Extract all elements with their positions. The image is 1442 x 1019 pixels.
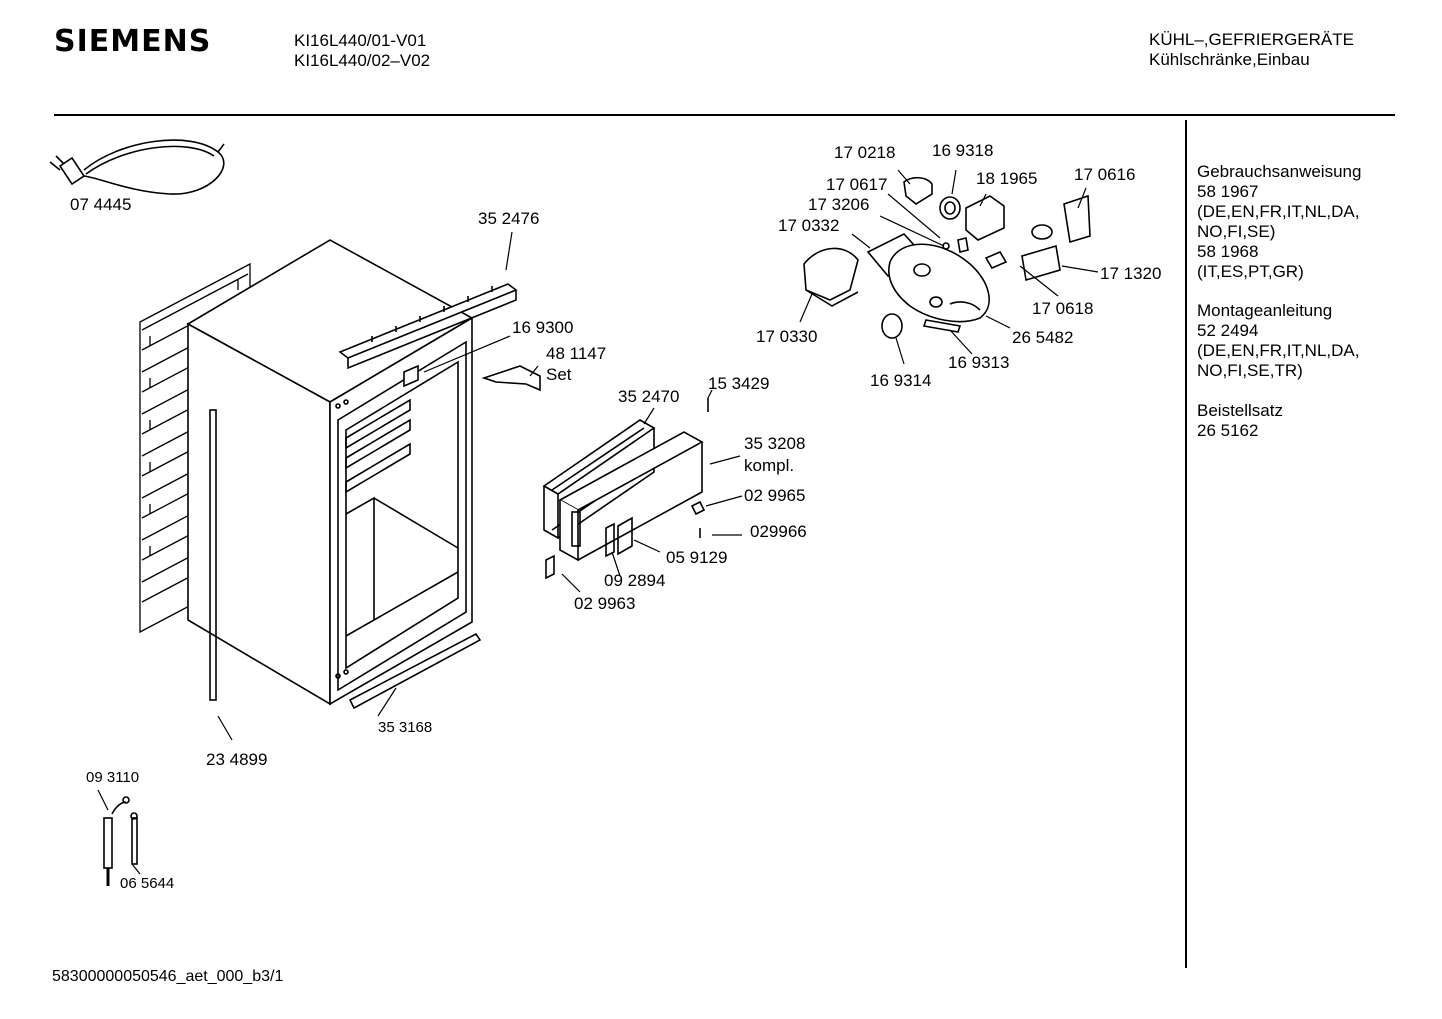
- label-light-cover: 17 0330: [756, 327, 817, 346]
- doc-title: Gebrauchsanweisung: [1197, 162, 1362, 181]
- label-housing: 26 5482: [1012, 328, 1073, 347]
- category-title: KÜHL–,GEFRIERGERÄTE: [1149, 30, 1354, 49]
- label-door-part-e: 02 9963: [574, 594, 635, 613]
- label-door-part-b: 029966: [750, 522, 807, 541]
- label-hinge-set-word: Set: [546, 365, 572, 384]
- door-gasket: [542, 419, 656, 540]
- label-door-part-d: 09 2894: [604, 571, 665, 590]
- doc-title: Montageanleitung: [1197, 301, 1333, 320]
- label-switch: 18 1965: [976, 169, 1037, 188]
- doc-line: (IT,ES,PT,GR): [1197, 262, 1304, 281]
- label-hinge: 16 9300: [512, 318, 573, 337]
- vertical-strip: [209, 409, 217, 701]
- label-lamp: 17 0218: [834, 143, 895, 162]
- leader-lines: [97, 169, 1099, 875]
- label-door-kompl: kompl.: [744, 456, 794, 475]
- doc-line: 58 1967: [1197, 182, 1259, 201]
- label-top-trim: 35 2476: [478, 209, 539, 228]
- doc-line: (DE,EN,FR,IT,NL,DA,: [1197, 202, 1360, 221]
- document-id: 58300000050546_aet_000_b3/1: [52, 968, 284, 985]
- doc-line: NO,FI,SE,TR): [1197, 361, 1303, 380]
- doc-line: 26 5162: [1197, 421, 1259, 440]
- doc-section-accessory-kit: Beistellsatz 26 5162: [1197, 401, 1283, 441]
- label-lamp-socket: 16 9318: [932, 141, 993, 160]
- temperature-sensor: [103, 796, 138, 886]
- label-bottom-strip: 35 3168: [378, 719, 432, 736]
- header-divider: [54, 114, 1395, 116]
- category-subtitle: Kühlschränke,Einbau: [1149, 50, 1310, 69]
- label-door: 35 3208: [744, 434, 805, 453]
- label-sensor-tube: 06 5644: [120, 875, 174, 892]
- label-thermostat: 17 1320: [1100, 264, 1161, 283]
- label-power-cord: 07 4445: [70, 195, 131, 214]
- brand-logo: SIEMENS: [54, 24, 212, 59]
- label-door-part-c: 05 9129: [666, 548, 727, 567]
- model-number-1: KI16L440/01-V01: [294, 31, 427, 50]
- label-hinge-set: 48 1147: [546, 344, 606, 363]
- freezer-door: [545, 398, 709, 580]
- doc-section-installation: Montageanleitung 52 2494 (DE,EN,FR,IT,NL…: [1197, 301, 1359, 381]
- label-seal: 16 9313: [948, 353, 1009, 372]
- label-door-part-a: 02 9965: [744, 486, 805, 505]
- label-bracket-left: 17 0617: [826, 175, 887, 194]
- bottom-strip: [348, 632, 482, 710]
- power-cord-drawing: [49, 139, 225, 195]
- sidebar-divider: [1185, 120, 1187, 968]
- doc-line: 58 1968: [1197, 242, 1259, 261]
- doc-section-user-manual: Gebrauchsanweisung 58 1967 (DE,EN,FR,IT,…: [1197, 162, 1361, 282]
- hinge-drawing: [403, 364, 541, 392]
- top-trim-strip: [338, 283, 518, 370]
- doc-line: NO,FI,SE): [1197, 222, 1276, 241]
- light-assembly: [803, 176, 1091, 339]
- doc-line: (DE,EN,FR,IT,NL,DA,: [1197, 341, 1360, 360]
- label-screw: 15 3429: [708, 374, 769, 393]
- label-connector: 17 0618: [1032, 299, 1093, 318]
- doc-title: Beistellsatz: [1197, 401, 1283, 420]
- label-vertical-strip: 23 4899: [206, 750, 267, 769]
- label-cover-plate: 17 0332: [778, 216, 839, 235]
- label-clip: 17 3206: [808, 195, 869, 214]
- label-bracket-right: 17 0616: [1074, 165, 1135, 184]
- label-sensor: 09 3110: [86, 769, 139, 786]
- fridge-cabinet: [186, 239, 474, 706]
- model-number-2: KI16L440/02–V02: [294, 51, 431, 70]
- label-knob: 16 9314: [870, 371, 931, 390]
- label-gasket: 35 2470: [618, 387, 679, 406]
- doc-line: 52 2494: [1197, 321, 1259, 340]
